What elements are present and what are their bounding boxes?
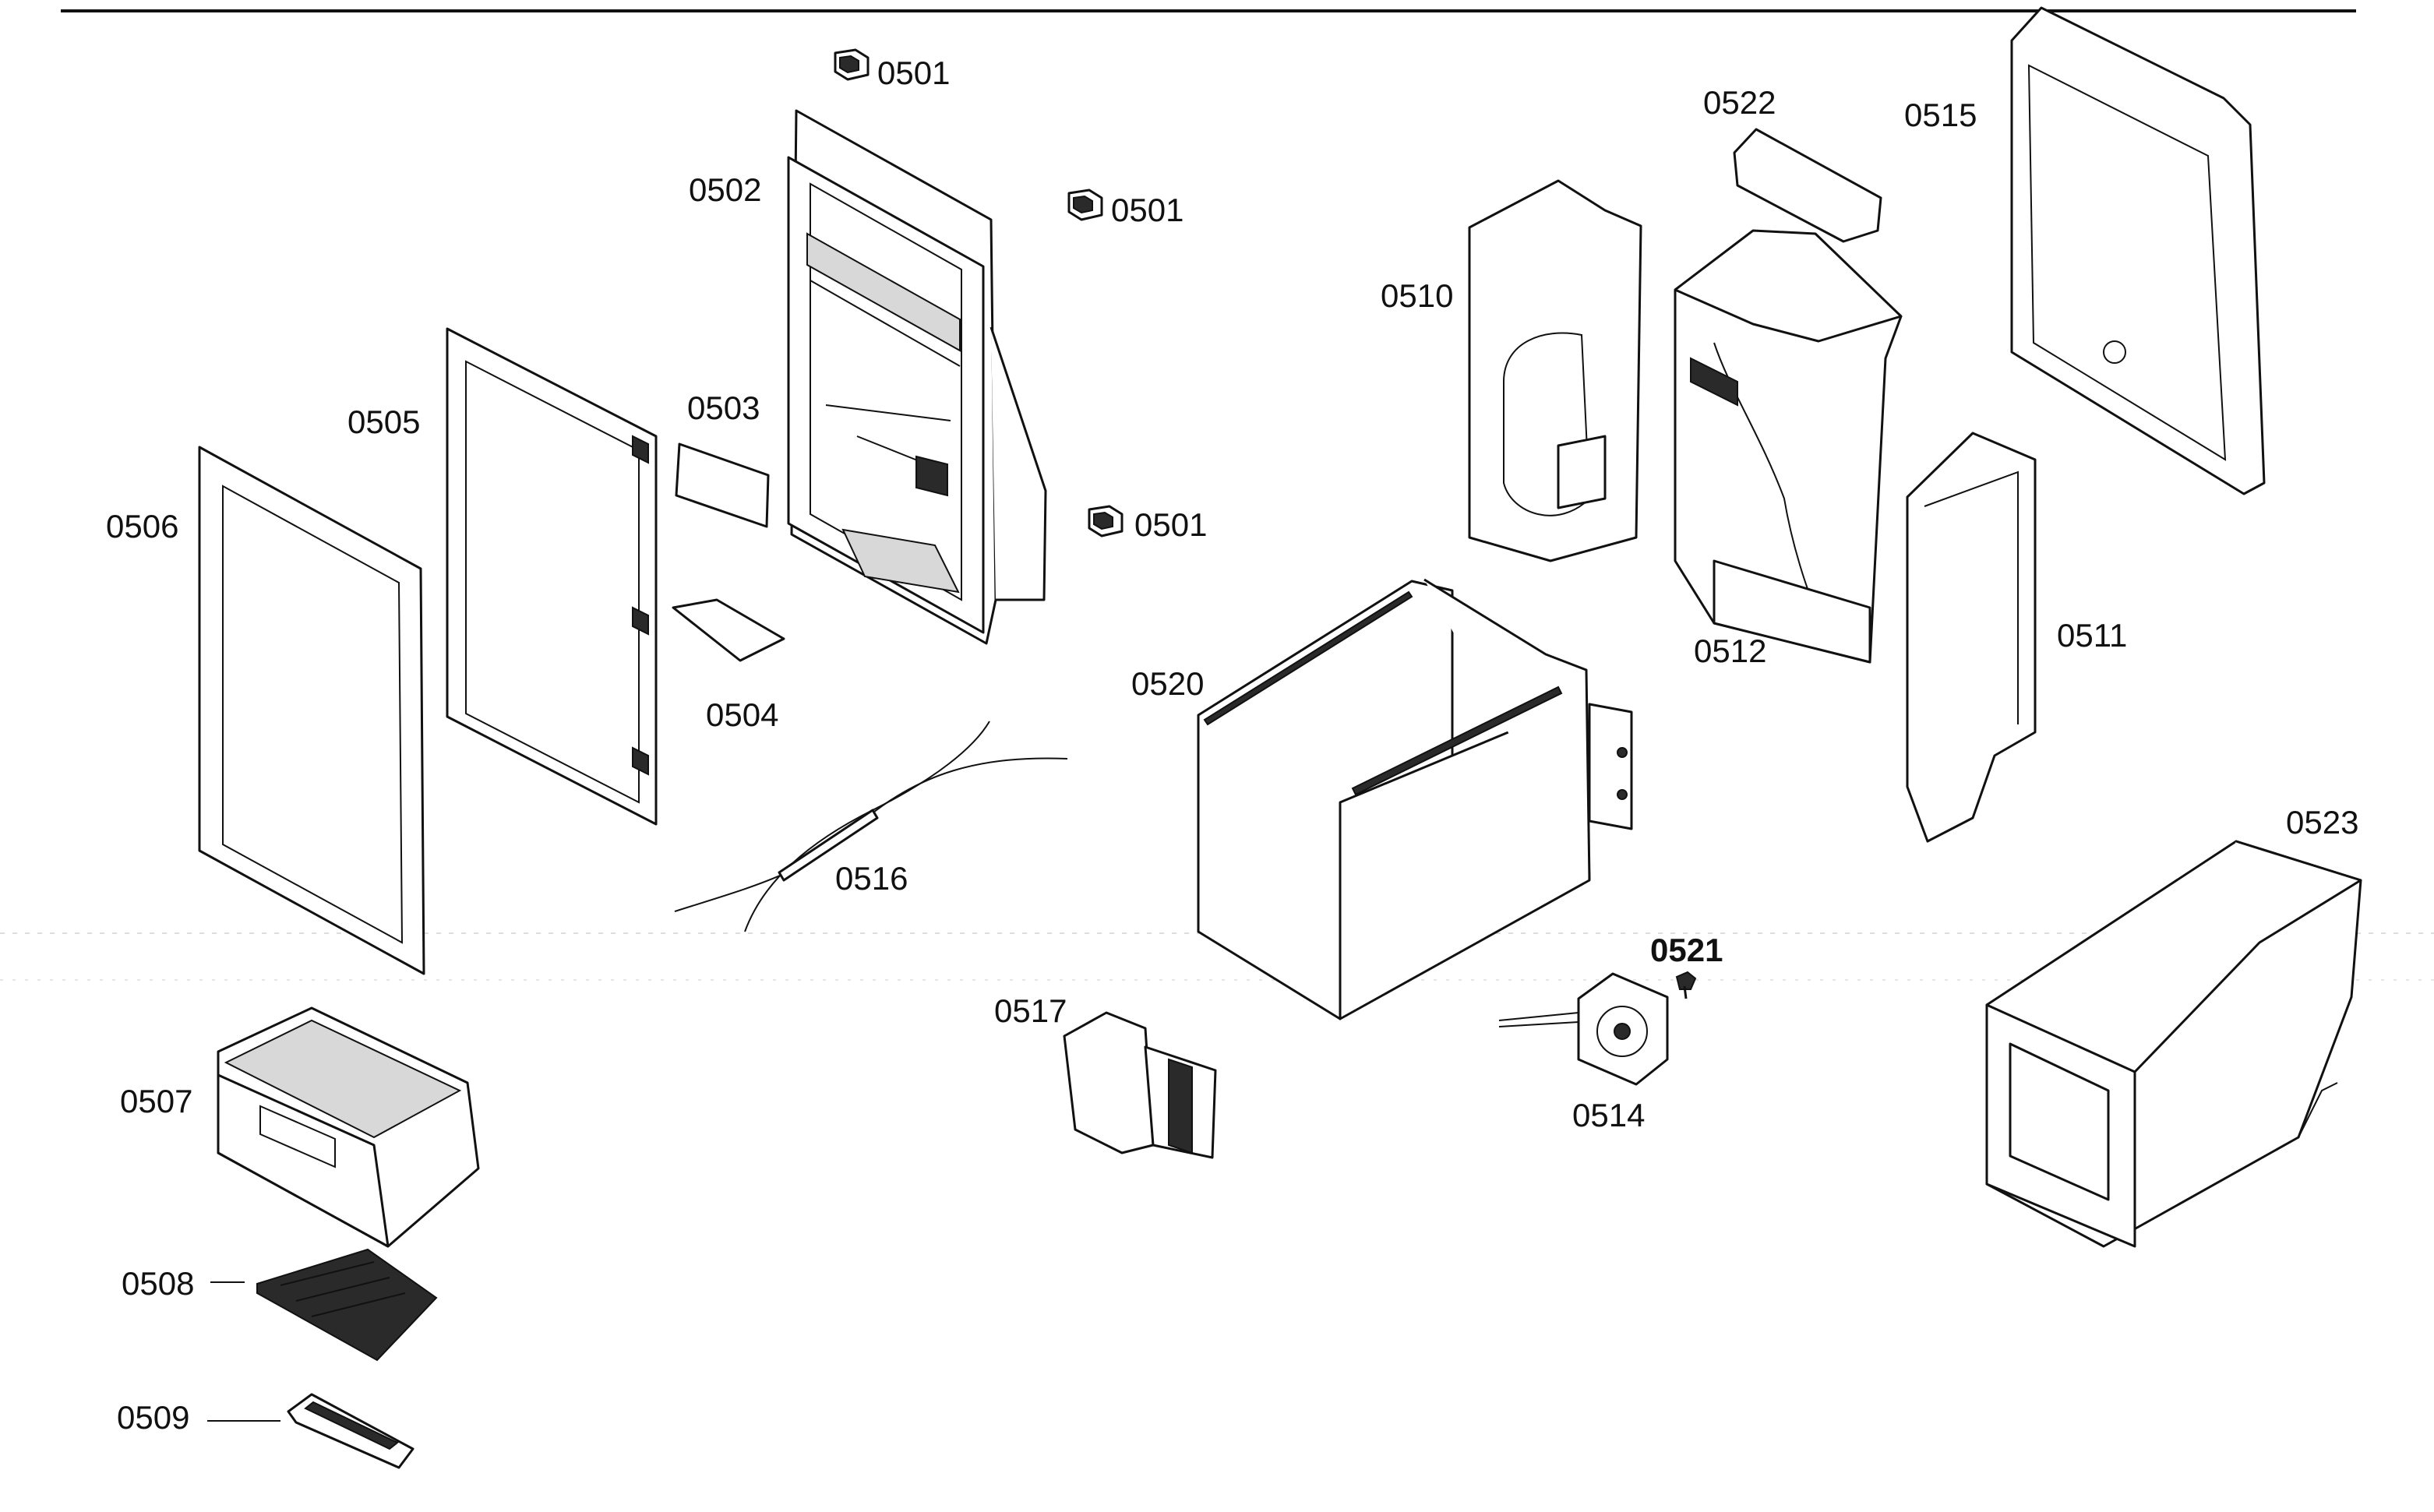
label-0520: 0520: [1131, 665, 1204, 702]
label-0510: 0510: [1381, 277, 1453, 314]
label-0501-a: 0501: [877, 55, 950, 91]
label-0511: 0511: [2057, 617, 2127, 654]
label-0501-b: 0501: [1111, 192, 1183, 228]
part-0522-block: [1733, 128, 1882, 243]
part-0507-dispenser: [217, 1006, 480, 1248]
part-0501-clip-a: [834, 48, 870, 81]
part-0516-wire-harness: [674, 721, 1068, 932]
label-0501-c: 0501: [1134, 506, 1207, 543]
label-0516: 0516: [835, 860, 908, 897]
label-0523: 0523: [2286, 804, 2358, 841]
part-0505-frame: [446, 327, 658, 826]
label-0521: 0521: [1650, 932, 1723, 968]
part-0514-fan: [1498, 972, 1669, 1086]
part-0520-chassis: [1197, 578, 1633, 1020]
part-0510-duct: [1468, 179, 1642, 562]
part-0508-grille: [256, 1248, 438, 1362]
label-0505: 0505: [347, 404, 420, 440]
label-0522: 0522: [1703, 84, 1776, 121]
label-0507: 0507: [120, 1083, 192, 1119]
part-0509-small-part: [287, 1393, 414, 1469]
part-0504-plate: [672, 598, 785, 662]
part-0502-housing: [787, 109, 1047, 645]
part-0521-screw: [1675, 971, 1697, 999]
part-0506-door-panel: [198, 446, 425, 975]
label-0504: 0504: [706, 696, 778, 733]
label-0514: 0514: [1572, 1097, 1645, 1133]
label-0503: 0503: [687, 389, 760, 426]
part-0501-clip-b: [1067, 189, 1103, 221]
label-0512: 0512: [1694, 633, 1766, 669]
part-0503-plate: [675, 442, 770, 528]
label-0509: 0509: [117, 1399, 189, 1436]
part-0515-door: [2010, 6, 2266, 495]
part-0517-valve: [1063, 1011, 1217, 1159]
label-0506: 0506: [106, 508, 178, 545]
label-0517: 0517: [994, 992, 1067, 1029]
label-0515: 0515: [1904, 97, 1977, 133]
part-0512-housing: [1674, 229, 1903, 664]
part-0523-ice-bucket: [1985, 840, 2362, 1248]
part-0511-panel: [1906, 432, 2037, 843]
label-0502: 0502: [689, 171, 761, 208]
label-0508: 0508: [122, 1265, 194, 1302]
part-0501-clip-c: [1088, 505, 1124, 537]
